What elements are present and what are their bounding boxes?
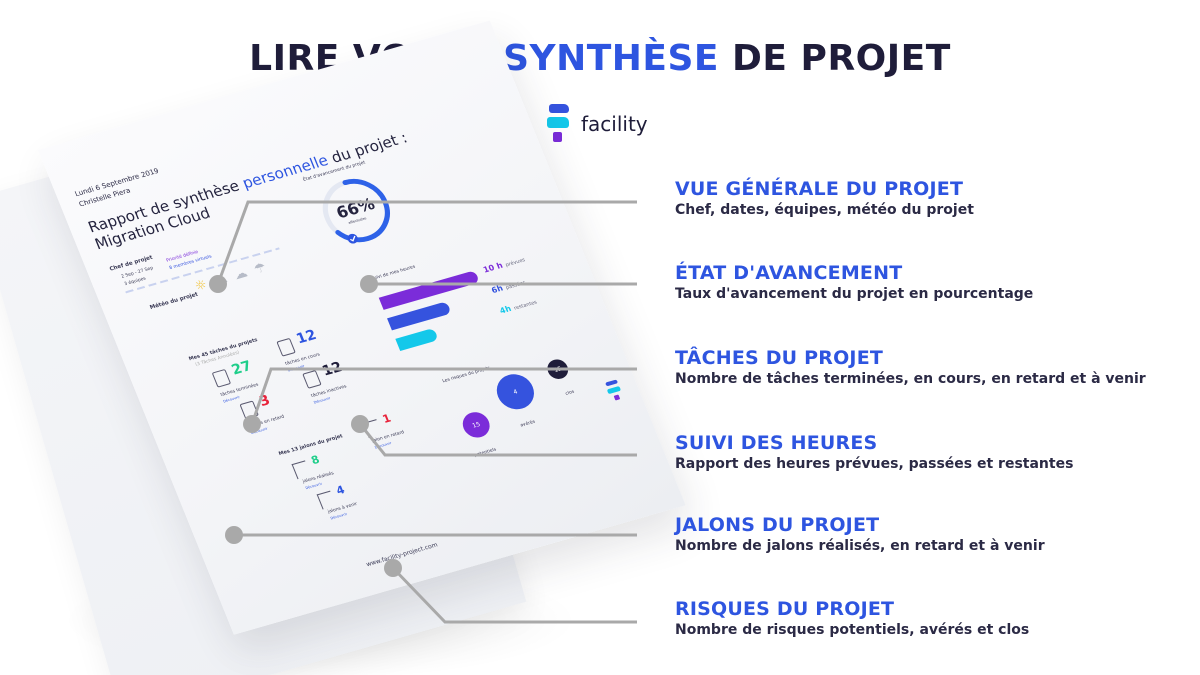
heures-restantes: 4hrestantes <box>498 297 538 316</box>
risque-clos-label: clos <box>564 389 576 397</box>
section-desc: Nombre de jalons réalisés, en retard et … <box>675 538 1045 554</box>
heures-bar-restantes <box>395 327 439 351</box>
title-accent: SYNTHÈSE <box>503 38 720 79</box>
section-heures: SUIVI DES HEURES Rapport des heures prév… <box>675 432 1073 472</box>
section-risques: RISQUES DU PROJET Nombre de risques pote… <box>675 598 1029 638</box>
section-taches: TÂCHES DU PROJET Nombre de tâches termin… <box>675 347 1146 387</box>
section-desc: Rapport des heures prévues, passées et r… <box>675 456 1074 472</box>
section-title: TÂCHES DU PROJET <box>675 347 884 369</box>
taches-terminees-value: 27 <box>229 358 255 379</box>
refresh-clipboard-icon <box>276 337 296 357</box>
taches-encours-value: 12 <box>294 327 319 348</box>
flag-warning-icon <box>362 419 383 438</box>
jalons-realises-value: 8 <box>309 452 322 468</box>
cloud-icon: ☁ <box>231 265 250 284</box>
taches-retard-value: 3 <box>257 392 273 411</box>
taches-inactives-value: 12 <box>319 359 345 380</box>
heures-prevues-label: prévues <box>504 257 527 269</box>
section-desc: Nombre de risques potentiels, avérés et … <box>675 622 1030 638</box>
jalon-retard-value: 1 <box>380 411 393 426</box>
section-jalons: JALONS DU PROJET Nombre de jalons réalis… <box>675 514 1045 554</box>
risque-clos-bubble: 15 <box>544 357 572 382</box>
award-clipboard-icon <box>211 368 232 388</box>
title-part2: DE PROJET <box>719 38 951 79</box>
meteo-label: Météo du projet <box>149 291 200 312</box>
heures-passees: 6hpassées <box>490 277 527 295</box>
section-title: SUIVI DES HEURES <box>675 432 878 454</box>
heures-passees-label: passées <box>504 279 527 292</box>
sleep-clipboard-icon <box>302 369 322 389</box>
heures-restantes-label: restantes <box>513 299 539 312</box>
risque-potentiels-label: potentiels <box>473 447 498 459</box>
rain-cloud-icon: ☂ <box>251 260 269 278</box>
heures-label: Suivi de mes heures <box>370 264 417 282</box>
footer-url[interactable]: www.facility-project.com <box>365 541 439 569</box>
risques-label: Les risques du projets <box>441 365 492 385</box>
section-title: RISQUES DU PROJET <box>675 598 895 620</box>
section-title: VUE GÉNÉRALE DU PROJET <box>675 178 964 200</box>
heures-restantes-value: 4h <box>498 304 513 316</box>
section-vue-generale: VUE GÉNÉRALE DU PROJET Chef, dates, équi… <box>675 178 974 218</box>
flag-clock-icon <box>316 490 337 510</box>
section-etat-avancement: ÉTAT D'AVANCEMENT Taux d'avancement du p… <box>675 262 1033 302</box>
section-desc: Taux d'avancement du projet en pourcenta… <box>675 286 1034 302</box>
section-title: JALONS DU PROJET <box>675 514 880 536</box>
warning-clipboard-icon <box>239 400 259 420</box>
page-title: LIRE VOTRE SYNTHÈSE DE PROJET <box>0 38 1200 79</box>
heures-bar-prevues <box>378 270 480 310</box>
section-desc: Chef, dates, équipes, météo du projet <box>675 202 974 218</box>
heures-prevues: 10 hprévues <box>482 254 526 274</box>
risque-potentiels-bubble: 15 <box>458 409 494 441</box>
heures-passees-value: 6h <box>490 283 505 296</box>
jalons-avenir-value: 4 <box>334 483 347 498</box>
risque-averes-label: avérés <box>519 419 537 429</box>
flag-award-icon <box>291 460 312 480</box>
section-title: ÉTAT D'AVANCEMENT <box>675 262 903 284</box>
brand-name: facility <box>581 112 648 136</box>
sun-cloud-icon: ☁ <box>211 271 230 290</box>
doc-facility-logo-icon <box>604 379 626 403</box>
risque-averes-bubble: 4 <box>491 370 540 414</box>
heures-prevues-value: 10 h <box>481 260 505 275</box>
brand-logo: facility <box>547 104 648 144</box>
meteo-icons: ☼ ☁ ☁ ☂ <box>193 260 269 294</box>
report-title-part2: du projet : <box>324 128 410 168</box>
facility-logo-icon <box>547 104 571 144</box>
section-desc: Nombre de tâches terminées, en cours, en… <box>675 371 1146 387</box>
